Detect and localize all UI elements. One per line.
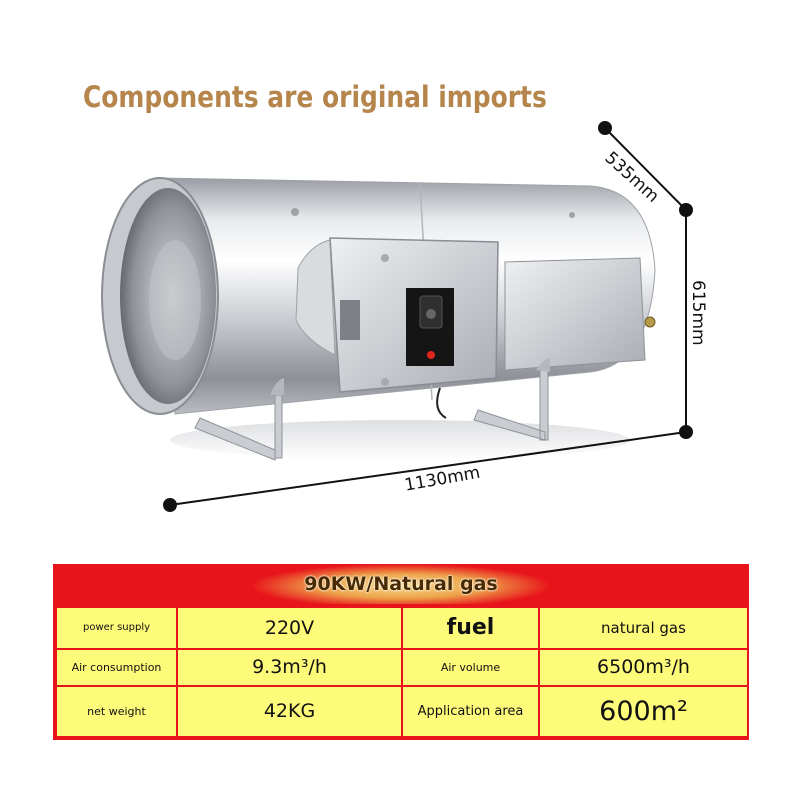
value-fuel: natural gas (538, 606, 749, 650)
indicator-light (427, 351, 435, 359)
label-application-area: Application area (401, 684, 540, 739)
table-row: power supply 220V fuel natural gas (55, 606, 749, 650)
value-air-consumption: 9.3m³/h (176, 647, 403, 687)
burner-housing (504, 257, 646, 371)
spec-table: 90KW/Natural gas power supply 220V fuel … (53, 564, 749, 740)
heater-illustration (101, 121, 693, 512)
label-net-weight: net weight (55, 684, 178, 739)
label-air-consumption: Air consumption (55, 647, 178, 687)
table-row: net weight 42KG Application area 600m² (55, 684, 749, 739)
table-row: Air consumption 9.3m³/h Air volume 6500m… (55, 647, 749, 687)
value-air-volume: 6500m³/h (538, 647, 749, 687)
headline: Components are original imports (83, 80, 547, 114)
dimension-lines (163, 121, 693, 512)
label-power-supply: power supply (55, 606, 178, 650)
spec-table-title: 90KW/Natural gas (53, 564, 749, 604)
height-dimension-label: 615mm (688, 280, 708, 346)
value-net-weight: 42KG (176, 684, 403, 739)
label-fuel: fuel (401, 606, 540, 650)
spec-grid: power supply 220V fuel natural gas Air c… (55, 606, 749, 739)
label-air-volume: Air volume (401, 647, 540, 687)
value-application-area: 600m² (538, 684, 749, 739)
value-power-supply: 220V (176, 606, 403, 650)
